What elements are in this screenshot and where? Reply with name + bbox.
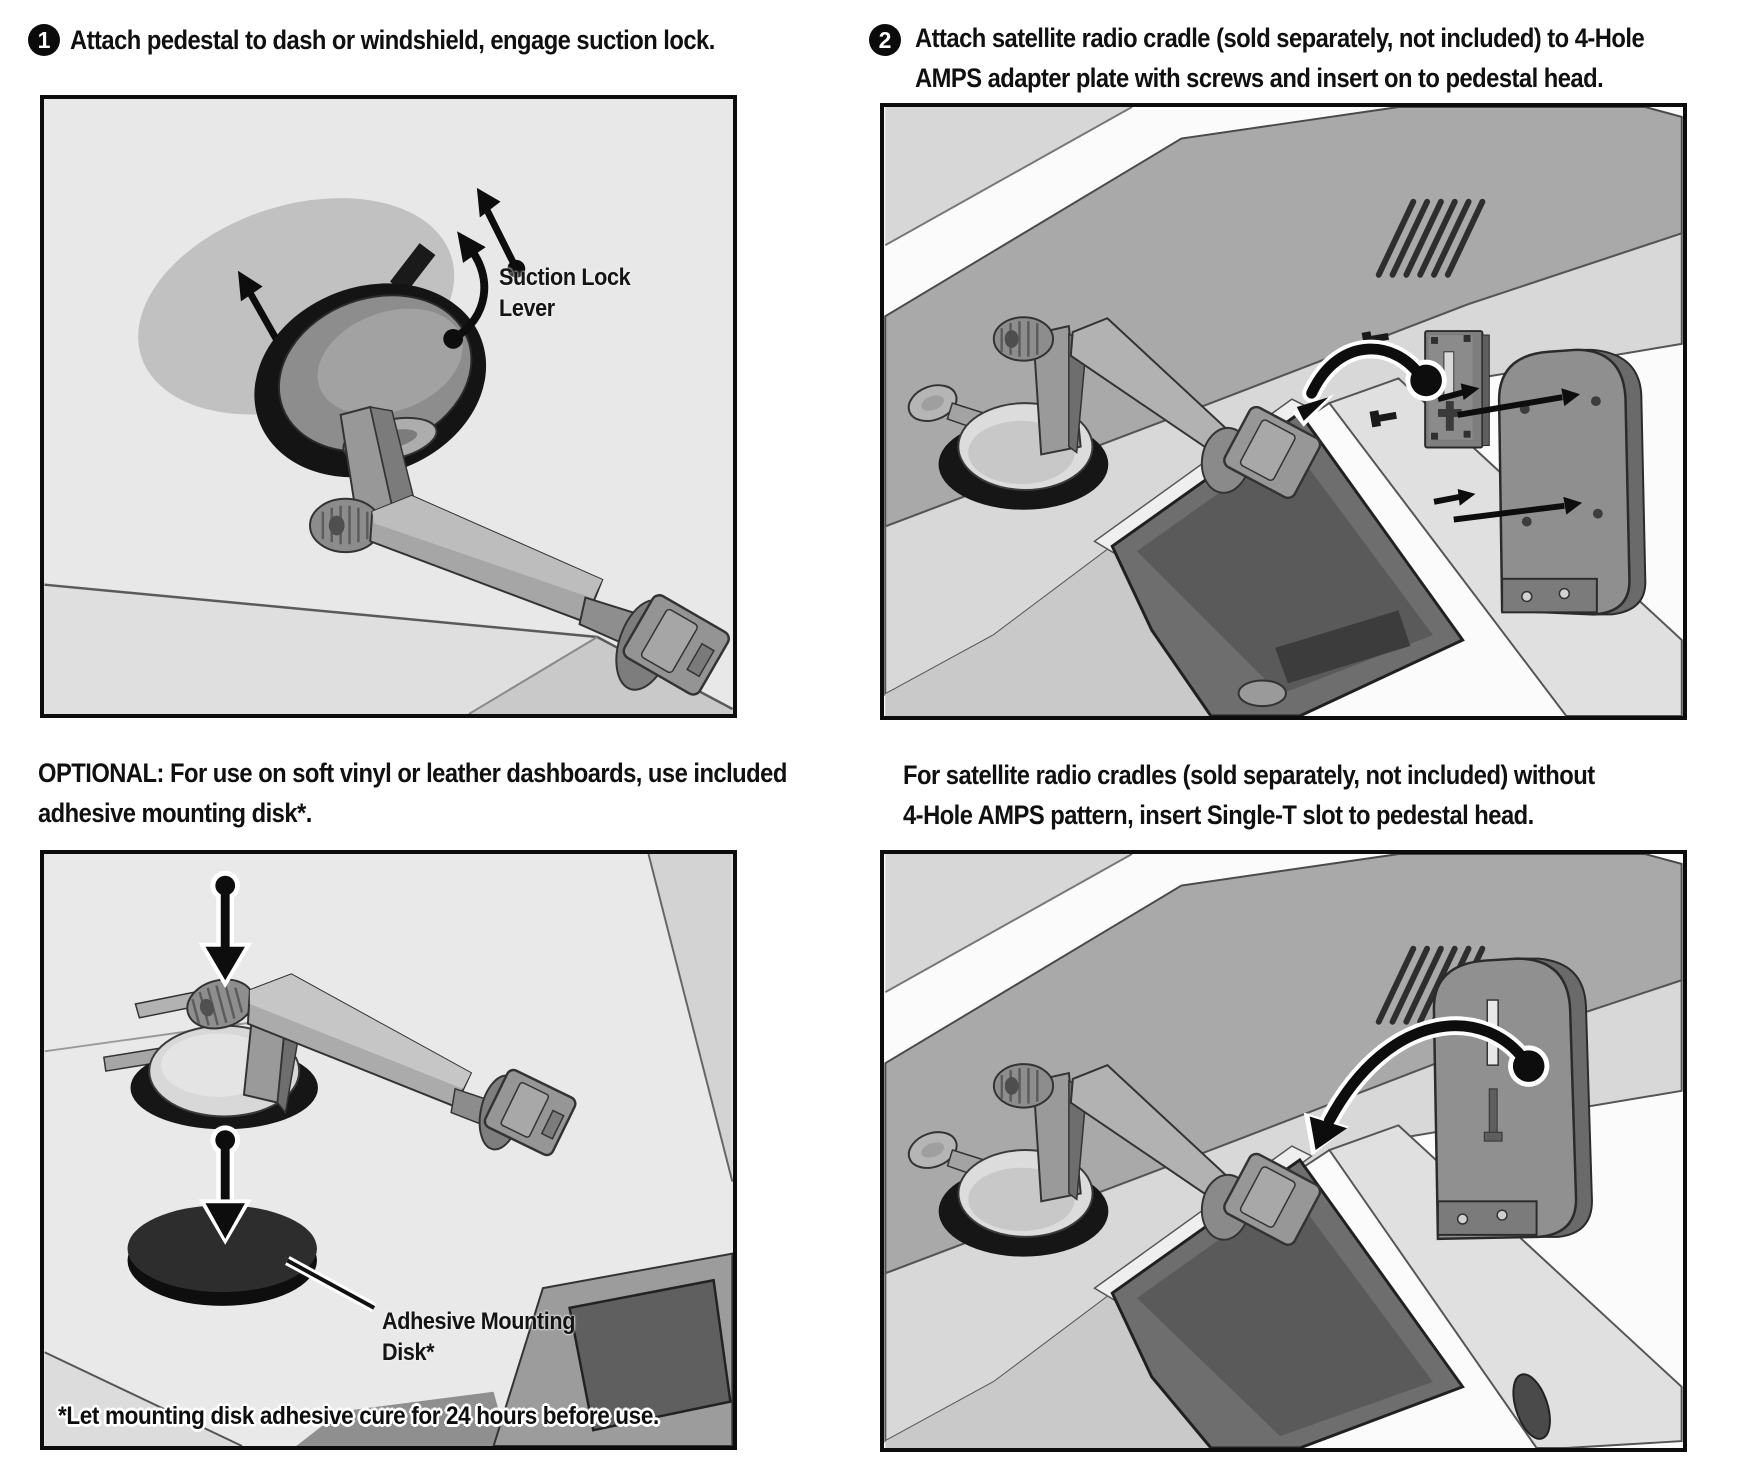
panel1-illustration — [44, 99, 733, 714]
step2-text-line2: AMPS adapter plate with screws and inser… — [915, 63, 1604, 93]
vent-slats — [1375, 198, 1486, 278]
step2-number-badge: 2 — [869, 24, 901, 56]
pedestal-head — [578, 594, 730, 696]
step2-text-line1: Attach satellite radio cradle (sold sepa… — [915, 23, 1645, 53]
press-down-arrow-top — [198, 870, 252, 989]
single-t-line2: 4-Hole AMPS pattern, insert Single-T slo… — [903, 800, 1534, 830]
pedestal-head — [1200, 405, 1322, 500]
panel4-illustration — [884, 854, 1683, 1448]
mount-arm — [992, 1063, 1233, 1203]
adhesive-disk-label: Adhesive Mounting Disk* — [382, 1308, 576, 1366]
screen — [1110, 1157, 1465, 1448]
screw-arrows — [1433, 383, 1583, 523]
insert-arrow — [1291, 339, 1447, 427]
suction-lock-lever-label: Suction Lock Lever — [499, 264, 631, 322]
press-down-arrow-disk — [198, 1125, 252, 1245]
cradle-back-plate — [1497, 348, 1647, 616]
single-t-line1: For satellite radio cradles (sold separa… — [903, 760, 1595, 790]
mount-arm — [309, 405, 604, 624]
rotate-arrow — [443, 231, 489, 349]
mount-arm — [186, 973, 473, 1115]
panel3-illustration — [44, 854, 733, 1446]
panel-single-t — [880, 850, 1687, 1452]
panel-suction-lock: Suction Lock Lever — [40, 95, 737, 718]
pedestal-head — [450, 1068, 577, 1157]
press-arrow-right — [476, 187, 526, 278]
panel2-illustration — [884, 107, 1683, 716]
mount-arm — [992, 316, 1232, 456]
optional-text-line2: adhesive mounting disk*. — [38, 798, 312, 828]
panel-adhesive-disk: Adhesive Mounting Disk* *Let mounting di… — [40, 850, 737, 1450]
single-t-cradle — [1432, 957, 1593, 1241]
dashboard — [44, 854, 733, 1446]
step1-number-badge: 1 — [28, 24, 60, 56]
a-pillar — [1327, 1124, 1683, 1448]
cure-footnote: *Let mounting disk adhesive cure for 24 … — [58, 1402, 659, 1430]
callout-leader-line — [285, 1256, 377, 1313]
adhesive-disk — [127, 1205, 317, 1306]
insert-arrow — [1303, 1016, 1550, 1156]
optional-text-line1: For use on soft vinyl or leather dashboa… — [163, 758, 787, 788]
screen — [492, 1252, 733, 1446]
optional-label: OPTIONAL: — [38, 758, 164, 788]
panel-amps-plate — [880, 103, 1687, 720]
pedestal-head — [1200, 1152, 1322, 1246]
step1-text: Attach pedestal to dash or windshield, e… — [70, 25, 715, 55]
dash-vent-bar — [1237, 610, 1411, 708]
